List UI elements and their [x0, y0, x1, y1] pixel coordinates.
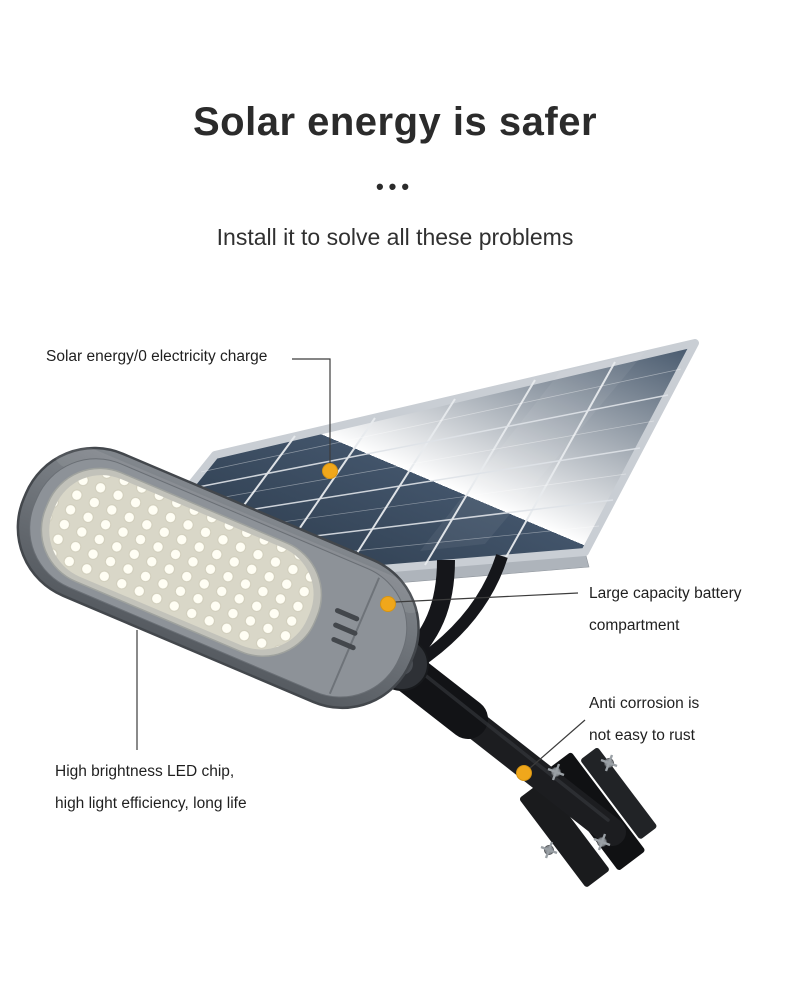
mounting-arm	[380, 646, 626, 846]
callout-anti-corrosion-line1: Anti corrosion is	[589, 695, 700, 712]
callout-lines	[136, 358, 586, 769]
callout-led-chip: High brightness LED chip, high light eff…	[55, 756, 247, 820]
callout-battery: Large capacity battery compartment	[589, 578, 742, 642]
marker-dot-battery	[380, 596, 396, 612]
callout-led-chip-line2: high light efficiency, long life	[55, 795, 247, 812]
callout-line-anti-corrosion	[529, 719, 586, 769]
bracket-bolts	[540, 754, 618, 859]
callout-anti-corrosion: Anti corrosion is not easy to rust	[589, 688, 699, 752]
callout-solar-energy-text: Solar energy/0 electricity charge	[46, 348, 268, 365]
callout-anti-corrosion-line2: not easy to rust	[589, 727, 695, 744]
callout-solar-energy: Solar energy/0 electricity charge	[46, 341, 267, 373]
callout-line-battery	[394, 592, 579, 603]
callout-line-solar	[292, 358, 331, 463]
page-title: Solar energy is safer	[192, 100, 598, 144]
led-array	[49, 475, 314, 650]
callout-battery-line1: Large capacity battery	[589, 585, 742, 602]
marker-dot-solar	[322, 463, 338, 479]
bolt	[593, 833, 611, 851]
marker-dot-anti-corrosion	[516, 765, 532, 781]
dots-separator: •••	[375, 174, 415, 199]
bolt	[547, 763, 565, 781]
marker-dots	[322, 463, 532, 781]
bolt	[540, 841, 558, 859]
page-subtitle: Install it to solve all these problems	[216, 224, 574, 250]
callout-led-chip-line1: High brightness LED chip,	[55, 763, 235, 780]
bolt	[600, 754, 618, 772]
callout-battery-line2: compartment	[589, 617, 680, 634]
vent-slots	[331, 608, 360, 651]
lamp-head	[16, 439, 426, 710]
